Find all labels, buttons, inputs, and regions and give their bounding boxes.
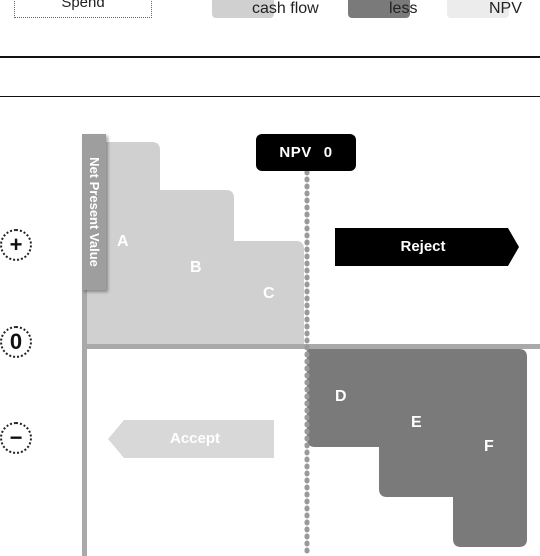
- project-label-a: A: [117, 233, 129, 250]
- project-label-c: C: [263, 285, 275, 302]
- npv-swatch: [447, 0, 509, 18]
- top-divider: [0, 56, 540, 58]
- plus-sign-icon: +: [0, 229, 32, 261]
- spend-legend-box: Spend: [14, 0, 152, 18]
- zero-sign-icon: 0: [0, 326, 32, 358]
- npv-zero-badge: NPV 0: [256, 134, 356, 171]
- project-label-d: D: [335, 388, 347, 405]
- npv-legend-label: NPV: [489, 0, 522, 17]
- less-legend-label: less: [389, 0, 418, 17]
- npv-badge-value: 0: [323, 144, 333, 161]
- axis-label-text: Net Present Value: [87, 157, 102, 267]
- accept-arrow: [108, 420, 274, 458]
- minus-sign-icon: −: [0, 422, 32, 454]
- project-label-b: B: [190, 259, 202, 276]
- vertical-axis: [82, 134, 87, 556]
- reject-label: Reject: [400, 238, 446, 255]
- horizontal-axis: [85, 344, 540, 349]
- net-present-value-axis-label: Net Present Value: [82, 134, 106, 290]
- reject-arrow: [335, 228, 519, 266]
- negative-npv-area: [307, 349, 527, 547]
- npv-badge-label: NPV: [279, 144, 312, 161]
- cash-flow-swatch: [212, 0, 274, 18]
- project-label-e: E: [411, 414, 422, 431]
- cash-flow-legend-label: cash flow: [252, 0, 319, 17]
- less-swatch: [348, 0, 410, 18]
- accept-label: Accept: [169, 430, 221, 447]
- second-divider: [0, 96, 540, 97]
- project-label-f: F: [484, 438, 494, 455]
- positive-npv-area: [85, 142, 304, 345]
